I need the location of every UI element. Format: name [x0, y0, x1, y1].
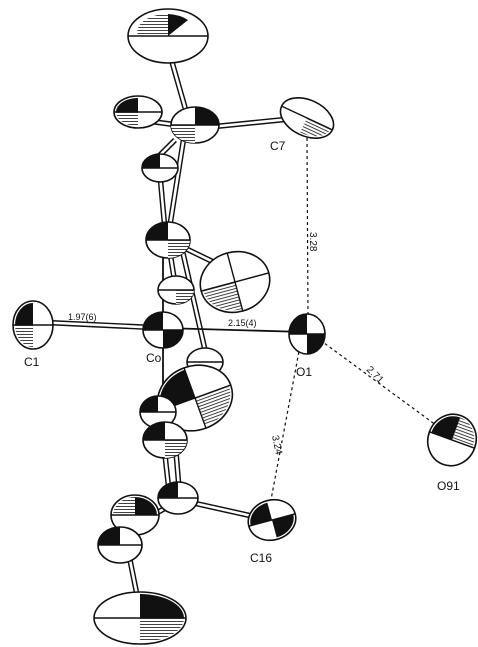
atom-label-group: C7 C1 Co O1 O91 C16 — [24, 139, 460, 565]
bond-length-co-o1: 2.15(4) — [228, 318, 257, 328]
atom-ring-large-upper — [199, 250, 271, 314]
atom-ring-upper-4 — [145, 221, 191, 259]
atom-top-methyl — [127, 8, 209, 64]
atom-ring-lower-2 — [142, 421, 188, 459]
label-o1: O1 — [296, 365, 312, 379]
distance-c7-o1: 3.28 — [307, 232, 318, 252]
atom-c16 — [247, 498, 297, 542]
atom-ring-lower-3 — [157, 481, 199, 515]
label-c16: C16 — [250, 551, 272, 565]
contact-o1-o91 — [319, 339, 441, 429]
contact-c7-o1 — [306, 137, 309, 319]
atom-ring-upper-2 — [170, 106, 220, 144]
atom-ring-upper-3 — [141, 153, 179, 183]
atom-ring-lower-4 — [110, 494, 160, 536]
atom-c7 — [279, 97, 335, 139]
bond-length-co-c1: 1.97(6) — [68, 312, 97, 322]
contact-o1-c16 — [269, 345, 301, 506]
atom-ring-upper-1 — [113, 95, 163, 129]
atom-co — [142, 311, 184, 349]
contact-lines — [269, 137, 441, 506]
label-o91: O91 — [437, 479, 460, 493]
atom-c1 — [12, 300, 54, 350]
atom-ring-upper-5 — [157, 275, 195, 305]
label-c7: C7 — [270, 139, 286, 153]
label-co: Co — [146, 351, 162, 365]
atom-o1 — [288, 313, 326, 355]
label-c1: C1 — [24, 355, 40, 369]
atom-ring-lower-5 — [97, 526, 143, 564]
distance-o1-c16: 3.24 — [269, 434, 284, 456]
distance-o1-o91: 2.71 — [364, 364, 386, 386]
atom-o91 — [426, 413, 478, 467]
atom-ellipsoids — [12, 8, 478, 645]
atom-bottom-methyl — [93, 591, 187, 645]
